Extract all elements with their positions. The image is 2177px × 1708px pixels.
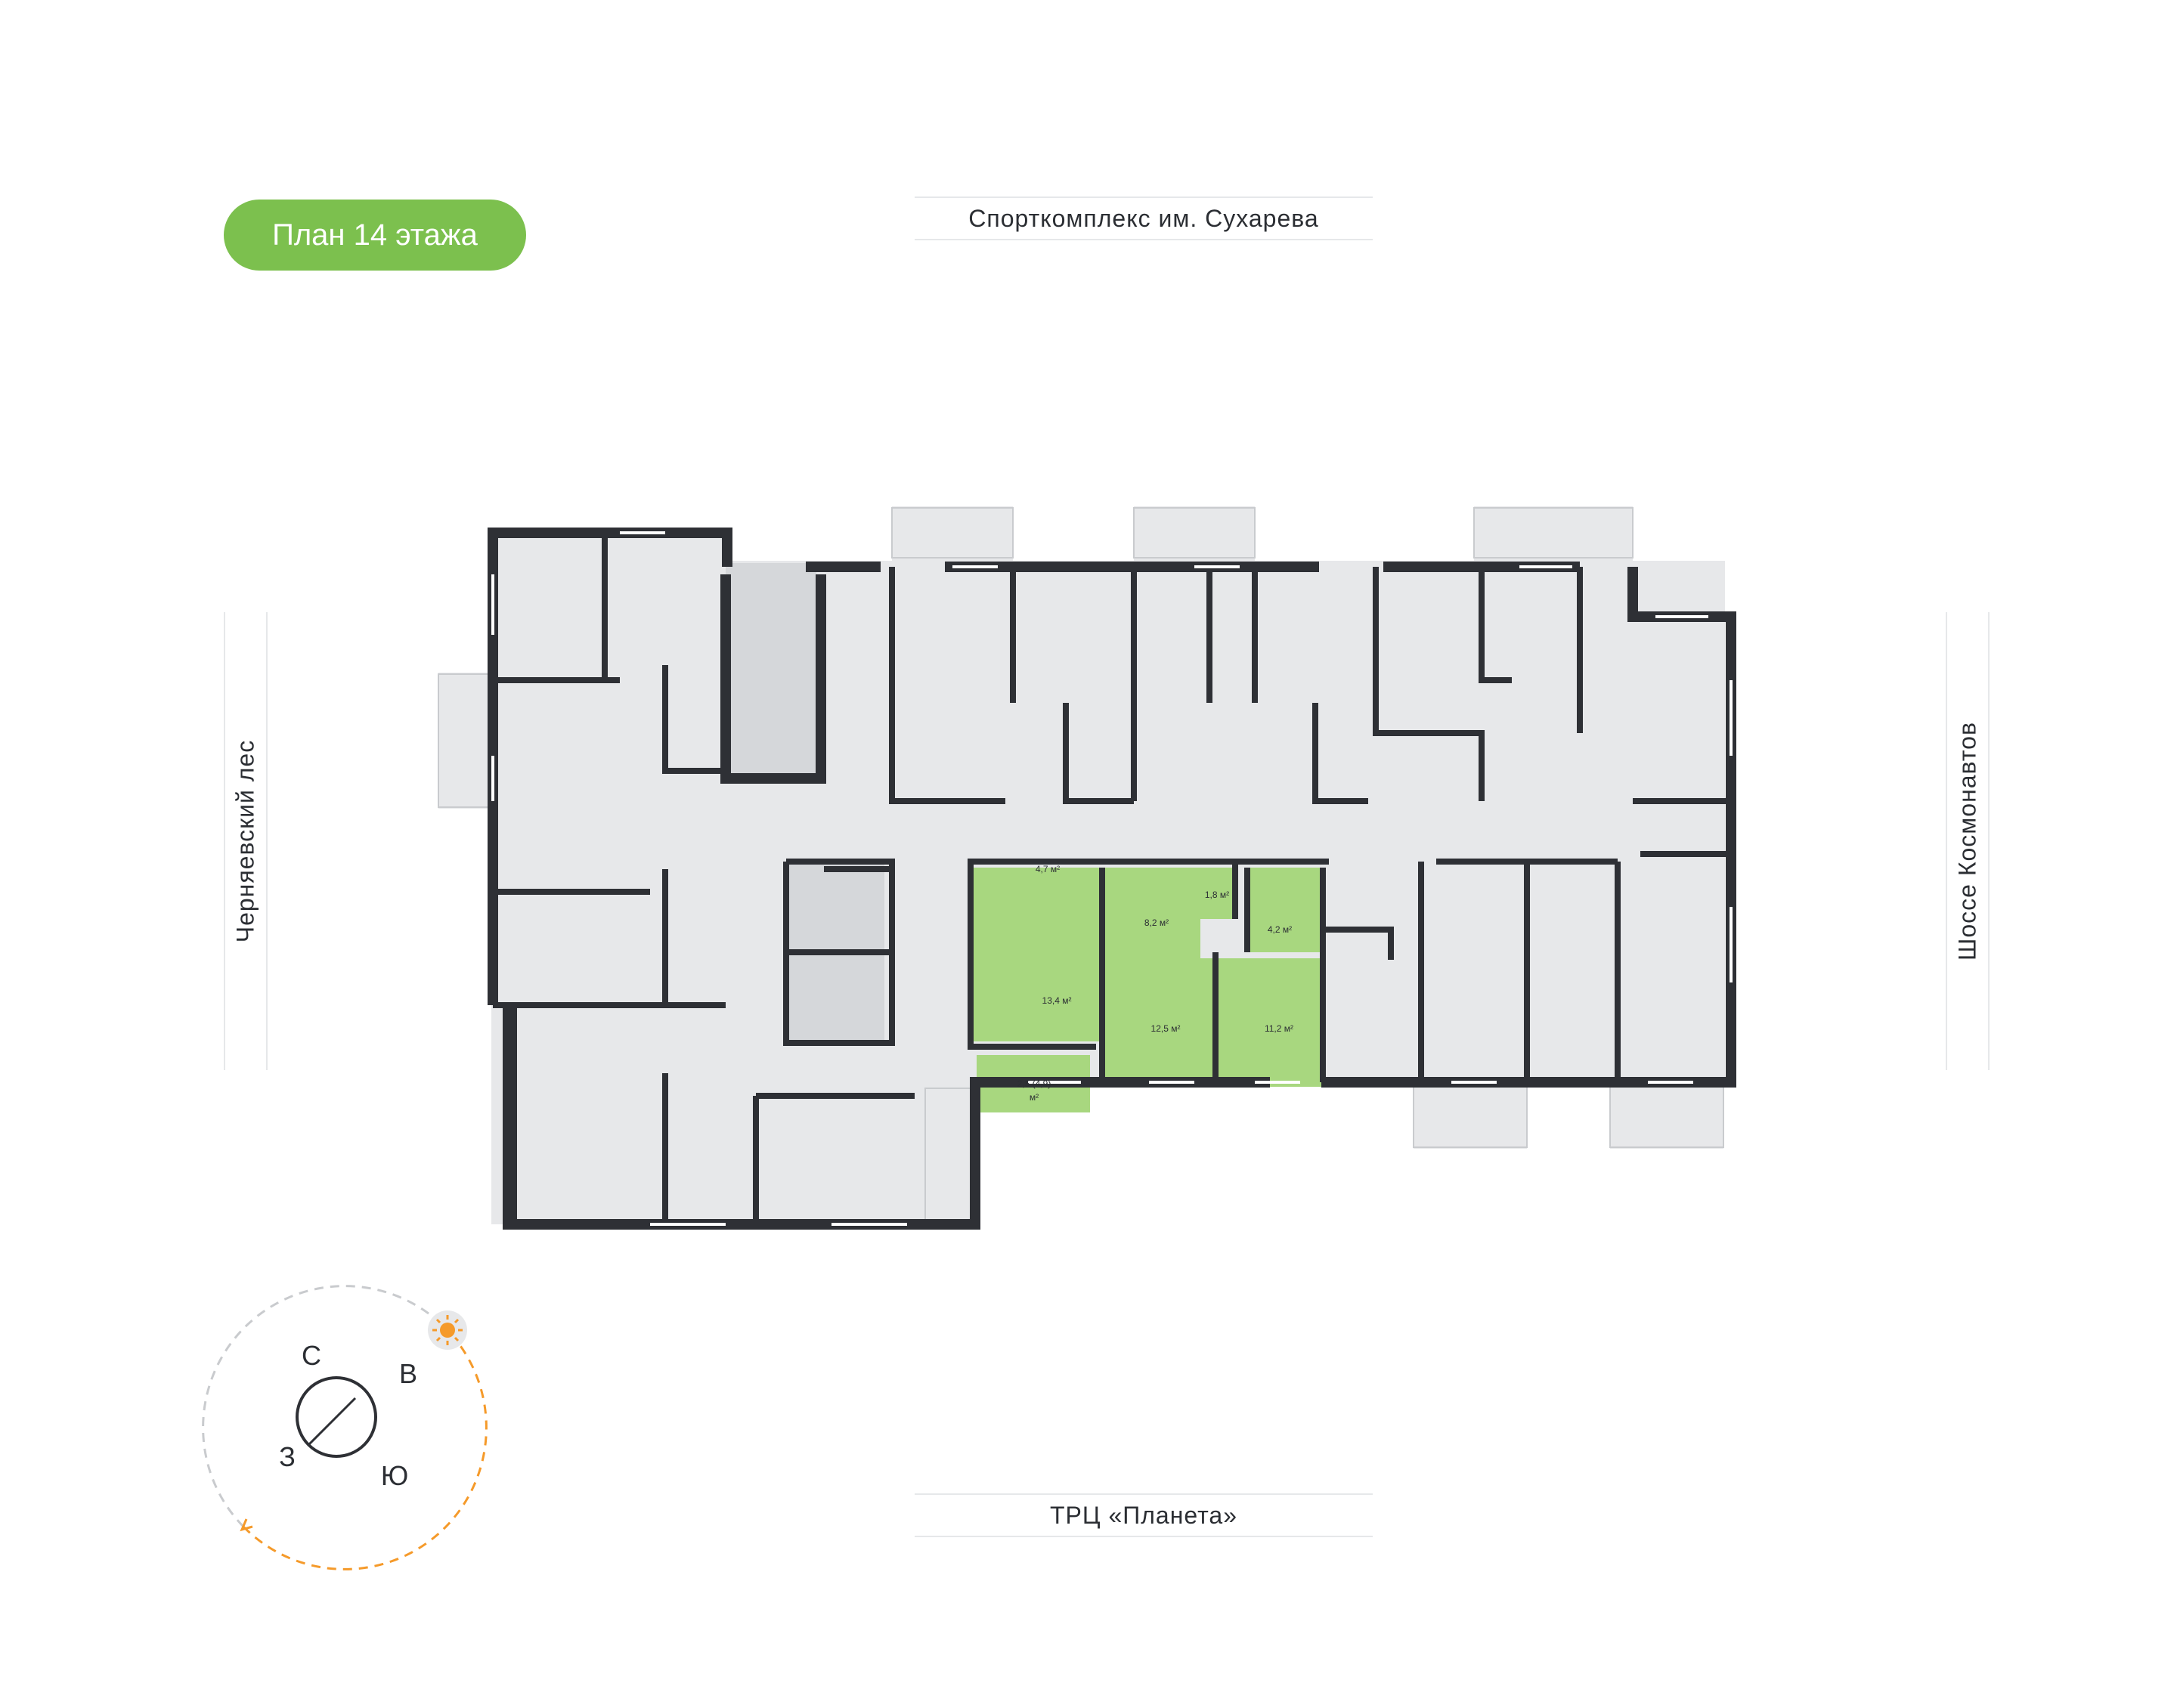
building-floor <box>438 506 1725 1224</box>
interior-walls <box>493 533 1731 1227</box>
surrounding-south: ТРЦ «Планета» <box>915 1493 1373 1537</box>
sun-path-back <box>202 1285 447 1528</box>
sun-path <box>242 1327 488 1570</box>
compass-west: З <box>279 1441 296 1472</box>
compass: С В Ю З <box>202 1285 488 1570</box>
compass-needle <box>307 1397 357 1447</box>
area-living: 13,4 м² <box>1042 995 1072 1006</box>
room-bedroom-2[interactable] <box>1219 958 1323 1087</box>
compass-north: С <box>302 1340 321 1371</box>
balconies <box>438 507 1724 1225</box>
area-balcony: 2,5 (4,9) <box>1017 1078 1051 1089</box>
area-hall: 8,2 м² <box>1144 917 1169 928</box>
surrounding-east-label: Шоссе Космонавтов <box>1953 722 1981 961</box>
room-hall[interactable] <box>1105 868 1200 958</box>
surrounding-west: Черняевский лес <box>224 612 268 1070</box>
area-labels: 4,7 м² 13,4 м² 8,2 м² 1,8 м² 4,2 м² 12,5… <box>1017 864 1293 1103</box>
area-kitchen: 4,7 м² <box>1036 864 1060 874</box>
area-bedroom-1: 12,5 м² <box>1151 1023 1181 1034</box>
floor-badge: План 14 этажа <box>224 200 526 271</box>
room-living[interactable] <box>971 913 1102 1041</box>
direction-arrow-icon <box>240 1518 253 1532</box>
area-bedroom-2: 11,2 м² <box>1265 1023 1293 1034</box>
selected-apartment[interactable] <box>971 868 1323 1112</box>
surrounding-east: Шоссе Космонавтов <box>1946 612 1990 1070</box>
surrounding-west-label: Черняевский лес <box>231 739 259 943</box>
sun-rays <box>432 1315 463 1345</box>
compass-circle <box>296 1376 377 1458</box>
room-wc[interactable] <box>1200 868 1235 919</box>
compass-east: В <box>399 1358 417 1389</box>
surrounding-north: Спорткомплекс им. Сухарева <box>915 196 1373 240</box>
room-bath[interactable] <box>1247 868 1323 952</box>
room-bedroom-1[interactable] <box>1105 958 1215 1087</box>
windows <box>491 531 1733 1226</box>
area-wc: 1,8 м² <box>1205 890 1229 900</box>
compass-south: Ю <box>381 1460 408 1491</box>
room-kitchen[interactable] <box>971 868 1102 913</box>
area-balcony-unit: м² <box>1030 1092 1039 1103</box>
sun-icon <box>440 1323 455 1338</box>
area-bath: 4,2 м² <box>1268 924 1292 935</box>
